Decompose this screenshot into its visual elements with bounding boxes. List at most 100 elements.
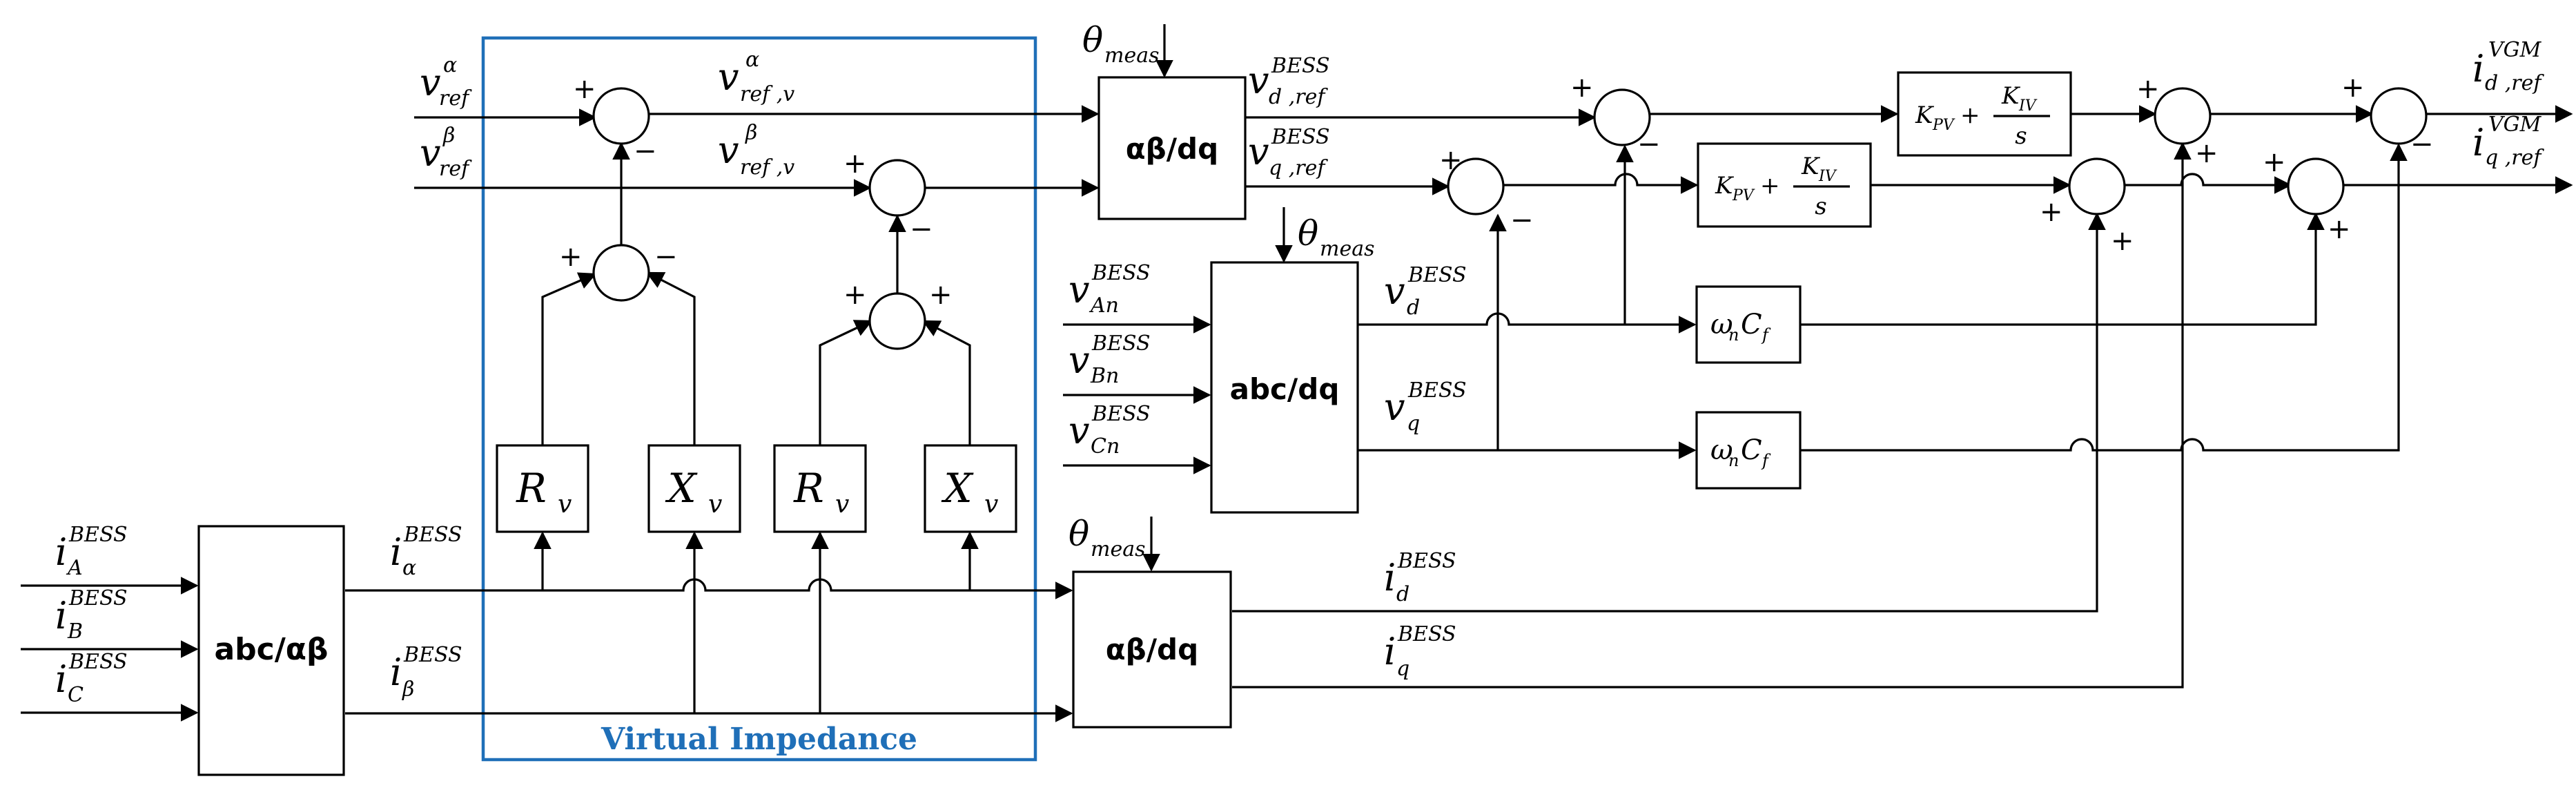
svg-text:α: α bbox=[402, 556, 416, 580]
pi-controller-q: K PV + K IV s bbox=[1697, 142, 1872, 228]
svg-text:BESS: BESS bbox=[68, 523, 128, 547]
label-theta-meas-3: θ meas bbox=[1069, 514, 1145, 561]
alphabeta-to-dq-current-label: αβ/dq bbox=[1106, 633, 1198, 666]
abc-to-dq-label: abc/dq bbox=[1230, 372, 1340, 406]
svg-text:−: − bbox=[634, 135, 657, 167]
label-i-d-ref-vgm: i VGM d ,ref bbox=[2472, 38, 2544, 95]
svg-text:i: i bbox=[1384, 630, 1396, 673]
svg-text:i: i bbox=[55, 657, 67, 701]
svg-text:v: v bbox=[420, 131, 441, 175]
svg-text:d ,ref: d ,ref bbox=[2485, 71, 2544, 95]
svg-text:B: B bbox=[67, 619, 83, 644]
svg-text:−: − bbox=[654, 241, 678, 273]
svg-text:R: R bbox=[516, 465, 547, 512]
svg-text:−: − bbox=[910, 213, 933, 245]
alphabeta-to-dq-current-block bbox=[1072, 570, 1232, 729]
svg-text:+: + bbox=[1570, 72, 1594, 104]
svg-text:K: K bbox=[1715, 172, 1735, 200]
svg-text:v: v bbox=[1248, 130, 1269, 173]
svg-text:v: v bbox=[1384, 269, 1405, 313]
label-i-a-bess: i BESS A bbox=[55, 523, 128, 580]
svg-text:i: i bbox=[390, 651, 402, 694]
svg-text:β: β bbox=[745, 121, 757, 145]
xv-block-alpha: X v bbox=[647, 444, 741, 533]
svg-text:BESS: BESS bbox=[1271, 125, 1330, 149]
rv-block-beta: R v bbox=[773, 444, 867, 533]
virtual-impedance-label: Virtual Impedance bbox=[601, 722, 917, 757]
svg-text:−: − bbox=[1510, 204, 1534, 236]
svg-text:s: s bbox=[1815, 193, 1826, 220]
sum-output-d bbox=[2370, 87, 2428, 145]
svg-text:An: An bbox=[1089, 293, 1119, 318]
label-v-cn-bess: v BESS Cn bbox=[1069, 402, 1151, 459]
svg-text:+: + bbox=[1760, 172, 1780, 200]
svg-text:−: − bbox=[2410, 128, 2434, 160]
svg-text:+: + bbox=[929, 279, 953, 311]
alphabeta-to-dq-voltage-block bbox=[1097, 76, 1247, 220]
svg-text:i: i bbox=[2472, 47, 2484, 90]
svg-text:C: C bbox=[68, 683, 84, 707]
svg-text:+: + bbox=[2328, 213, 2351, 245]
svg-text:v: v bbox=[420, 61, 441, 104]
svg-text:v: v bbox=[718, 55, 739, 99]
svg-text:α: α bbox=[443, 53, 457, 77]
svg-text:ref: ref bbox=[439, 86, 472, 110]
svg-text:q ,ref: q ,ref bbox=[2485, 146, 2544, 170]
svg-text:meas: meas bbox=[1104, 44, 1159, 68]
svg-text:θ: θ bbox=[1069, 514, 1089, 554]
wncf-block-q: ω n C f bbox=[1695, 411, 1802, 490]
sum-impedance-beta bbox=[868, 292, 926, 350]
svg-text:X: X bbox=[665, 465, 698, 512]
svg-text:d: d bbox=[1396, 582, 1409, 606]
svg-text:+: + bbox=[2195, 137, 2218, 169]
svg-text:BESS: BESS bbox=[1271, 54, 1330, 78]
label-v-d-ref-bess: v BESS d ,ref bbox=[1248, 54, 1330, 109]
sum-current-q bbox=[2068, 157, 2126, 215]
wires bbox=[21, 24, 2573, 722]
svg-text:β: β bbox=[402, 677, 414, 702]
label-v-ref-beta-v: v β ref ,v bbox=[718, 121, 794, 180]
svg-text:BESS: BESS bbox=[403, 643, 462, 667]
svg-text:ω: ω bbox=[1710, 434, 1733, 466]
svg-text:ω: ω bbox=[1710, 309, 1733, 340]
svg-text:C: C bbox=[1741, 309, 1762, 340]
label-v-q-ref-bess: v BESS q ,ref bbox=[1248, 125, 1330, 180]
svg-text:i: i bbox=[1384, 556, 1396, 599]
svg-text:ref ,v: ref ,v bbox=[740, 155, 794, 180]
sum-current-d bbox=[2154, 87, 2212, 145]
svg-text:+: + bbox=[843, 148, 867, 180]
svg-text:v: v bbox=[1248, 59, 1269, 102]
abc-to-alphabeta-block bbox=[197, 525, 345, 776]
svg-text:s: s bbox=[2015, 122, 2027, 150]
svg-text:ref: ref bbox=[439, 157, 472, 181]
svg-text:+: + bbox=[2341, 72, 2365, 104]
rv-block-alpha: R v bbox=[496, 444, 589, 533]
abc-to-dq-block bbox=[1210, 261, 1359, 514]
svg-text:d ,ref: d ,ref bbox=[1269, 85, 1328, 109]
svg-text:+: + bbox=[2136, 73, 2160, 105]
label-i-beta-bess: i BESS β bbox=[390, 643, 462, 702]
abc-to-alphabeta-label: abc/αβ bbox=[214, 632, 328, 667]
svg-text:q: q bbox=[1407, 412, 1420, 436]
svg-text:+: + bbox=[1960, 102, 1980, 129]
sum-vd-error bbox=[1593, 88, 1651, 146]
svg-text:BESS: BESS bbox=[68, 650, 128, 674]
svg-text:α: α bbox=[745, 48, 759, 72]
svg-text:BESS: BESS bbox=[1091, 261, 1151, 285]
label-i-c-bess: i BESS C bbox=[55, 650, 128, 707]
svg-text:v: v bbox=[984, 490, 998, 519]
alphabeta-to-dq-voltage-label: αβ/dq bbox=[1126, 132, 1218, 166]
svg-text:n: n bbox=[1728, 325, 1739, 345]
label-v-ref-alpha: v α ref bbox=[420, 53, 472, 110]
svg-text:BESS: BESS bbox=[403, 523, 462, 547]
svg-text:PV: PV bbox=[1932, 117, 1955, 134]
svg-text:v: v bbox=[1069, 268, 1090, 311]
svg-text:VGM: VGM bbox=[2488, 113, 2542, 137]
svg-text:d: d bbox=[1407, 296, 1420, 320]
svg-text:v: v bbox=[1069, 409, 1090, 452]
label-v-bn-bess: v BESS Bn bbox=[1069, 331, 1151, 388]
wncf-block-d: ω n C f bbox=[1695, 285, 1802, 364]
svg-text:R: R bbox=[793, 465, 824, 512]
label-theta-meas-1: θ meas bbox=[1082, 20, 1159, 68]
